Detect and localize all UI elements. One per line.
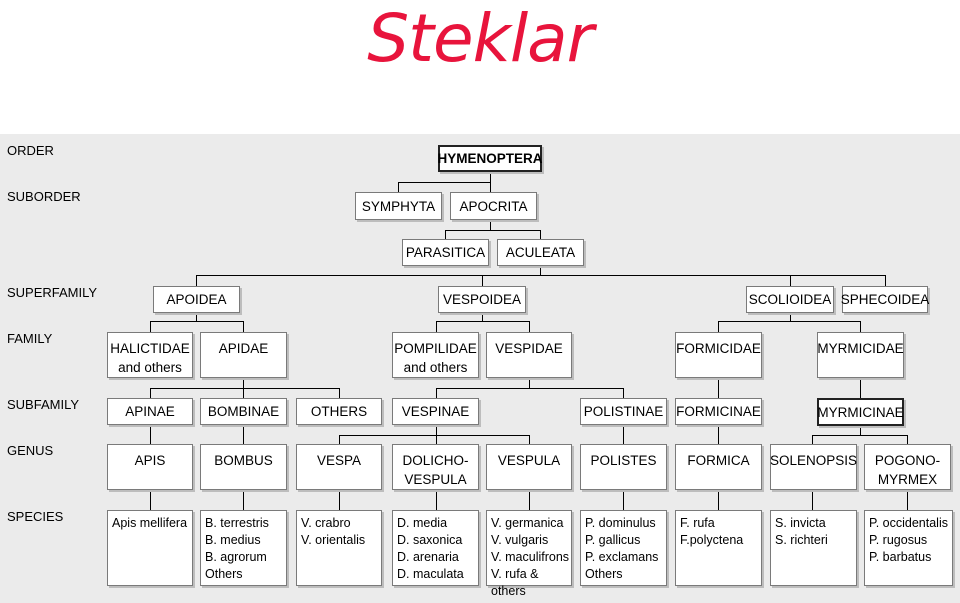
- node-apis: APIS: [107, 444, 193, 490]
- node-vespula: VESPULA: [486, 444, 572, 490]
- rank-label-order: ORDER: [7, 143, 54, 158]
- node-solenopsis: SOLENOPSIS: [770, 444, 857, 490]
- node-apocrita: APOCRITA: [450, 192, 537, 220]
- node-dolichovespula: DOLICHO- VESPULA: [392, 444, 479, 490]
- node-aculeata: ACULEATA: [497, 239, 584, 266]
- node-polistinae: POLISTINAE: [580, 398, 667, 425]
- node-apinae: APINAE: [107, 398, 193, 425]
- rank-label-subfamily: SUBFAMILY: [7, 397, 80, 412]
- node-bombinae: BOMBINAE: [200, 398, 287, 425]
- node-scolioidea: SCOLIOIDEA: [746, 286, 834, 313]
- rank-label-family: FAMILY: [7, 331, 53, 346]
- node-vespa: VESPA: [296, 444, 382, 490]
- species-list-bombus: B. terrestris B. medius B. agrorum Other…: [200, 510, 287, 586]
- node-pompilidae: POMPILIDAE and others: [392, 332, 479, 378]
- rank-label-suborder: SUBORDER: [7, 189, 81, 204]
- species-list-polistes: P. dominulus P. gallicus P. exclamans Ot…: [580, 510, 667, 586]
- node-sphecoidea: SPHECOIDEA: [841, 286, 929, 313]
- species-list-dolichovespula: D. media D. saxonica D. arenaria D. macu…: [392, 510, 479, 586]
- species-list-apis: Apis mellifera: [107, 510, 193, 586]
- node-myrmicinae: MYRMICINAE: [817, 398, 904, 426]
- species-list-solenopsis: S. invicta S. richteri: [770, 510, 857, 586]
- node-vespoidea: VESPOIDEA: [438, 286, 526, 313]
- node-apidae: APIDAE: [200, 332, 287, 378]
- node-parasitica: PARASITICA: [402, 239, 489, 266]
- node-formicidae: FORMICIDAE: [675, 332, 762, 378]
- rank-label-species: SPECIES: [7, 509, 64, 524]
- species-list-formica: F. rufa F.polyctena: [675, 510, 762, 586]
- rank-label-genus: GENUS: [7, 443, 54, 458]
- node-vespinae: VESPINAE: [392, 398, 479, 425]
- slide-title: Steklar: [367, 0, 594, 77]
- node-formica: FORMICA: [675, 444, 762, 490]
- species-list-vespula: V. germanica V. vulgaris V. maculifrons …: [486, 510, 572, 598]
- node-halictidae: HALICTIDAE and others: [107, 332, 193, 378]
- species-list-pogonomyrmex: P. occidentalis P. rugosus P. barbatus: [864, 510, 953, 586]
- node-symphyta: SYMPHYTA: [355, 192, 442, 220]
- species-list-vespa: V. crabro V. orientalis: [296, 510, 382, 586]
- node-polistes: POLISTES: [580, 444, 667, 490]
- node-formicinae: FORMICINAE: [675, 398, 762, 425]
- rank-label-superfamily: SUPERFAMILY: [7, 285, 98, 300]
- node-myrmicidae: MYRMICIDAE: [817, 332, 904, 378]
- node-hymenoptera: HYMENOPTERA: [438, 145, 543, 172]
- node-vespidae: VESPIDAE: [486, 332, 572, 378]
- node-bombus: BOMBUS: [200, 444, 287, 490]
- node-others: OTHERS: [296, 398, 382, 425]
- node-pogonomyrmex: POGONO- MYRMEX: [864, 444, 951, 490]
- node-apoidea: APOIDEA: [153, 286, 240, 313]
